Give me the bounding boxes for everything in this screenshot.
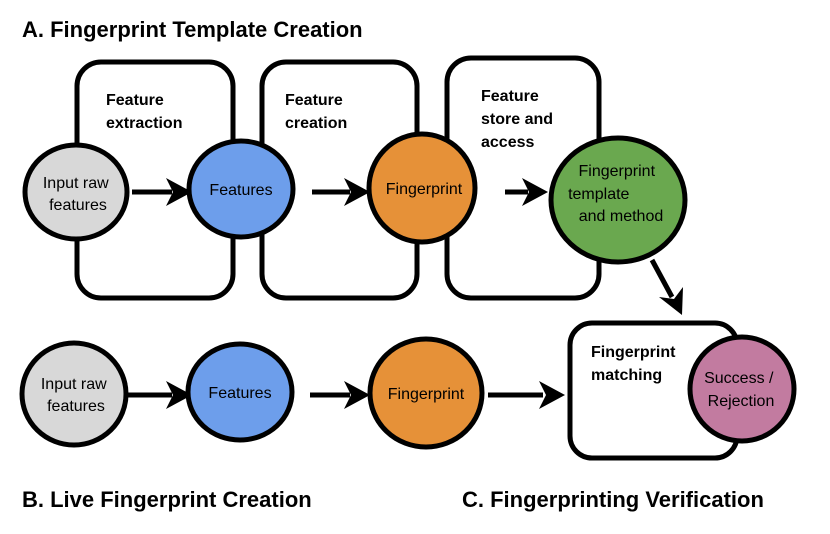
node-label-live-input: Input raw features bbox=[41, 376, 111, 415]
node-success-rejection: Success / Rejection bbox=[687, 334, 797, 444]
section-title-live-creation: B. Live Fingerprint Creation bbox=[22, 487, 312, 512]
node-label-live-features: Features bbox=[208, 385, 271, 402]
section-title-verification: C. Fingerprinting Verification bbox=[462, 487, 764, 512]
node-label-template-method: Fingerprint template and method bbox=[568, 163, 663, 225]
arrowhead-input-to-features-live bbox=[166, 381, 192, 409]
node-live-features: Features bbox=[185, 341, 295, 443]
node-template-features: Features bbox=[186, 138, 296, 240]
box-label-feature-extraction: Feature extraction bbox=[106, 92, 182, 132]
node-template-input-raw-features: Input raw features bbox=[22, 142, 130, 242]
node-label-template-fingerprint: Fingerprint bbox=[386, 181, 463, 198]
arrowhead-input-to-features-template bbox=[166, 178, 192, 206]
section-title-template-creation: A. Fingerprint Template Creation bbox=[22, 17, 363, 42]
node-label-template-features: Features bbox=[209, 182, 272, 199]
box-label-feature-store: Feature store and access bbox=[481, 88, 557, 151]
arrowhead-features-to-fingerprint-live bbox=[344, 381, 370, 409]
arrowhead-fingerprint-to-matching bbox=[539, 381, 565, 409]
node-live-input-raw-features: Input raw features bbox=[19, 340, 129, 448]
arrowhead-features-to-fingerprint-template bbox=[344, 178, 370, 206]
arrowhead-fingerprint-to-method bbox=[522, 178, 548, 206]
node-label-success-rejection: Success / Rejection bbox=[704, 370, 778, 410]
arrow-method-to-matching bbox=[649, 258, 675, 299]
node-template-fingerprint: Fingerprint bbox=[366, 131, 478, 245]
node-label-live-fingerprint: Fingerprint bbox=[388, 386, 465, 403]
node-live-fingerprint: Fingerprint bbox=[367, 336, 485, 450]
node-label-template-input: Input raw features bbox=[43, 175, 113, 214]
box-label-fingerprint-matching: Fingerprint matching bbox=[591, 344, 680, 384]
box-label-feature-creation: Feature creation bbox=[285, 92, 347, 132]
node-fingerprint-template-method: Fingerprint template and method bbox=[548, 135, 688, 265]
arrowhead-method-to-matching bbox=[659, 287, 683, 315]
